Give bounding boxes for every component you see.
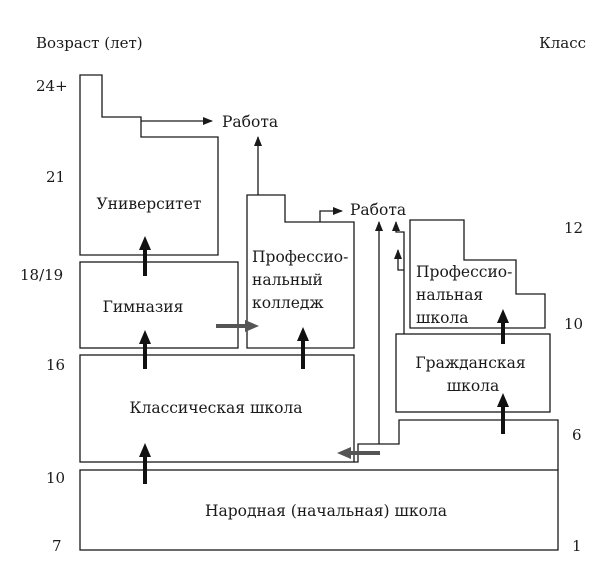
left-axis-title: Возраст (лет) [36, 34, 143, 52]
left-tick-21: 21 [46, 168, 65, 186]
work-label-1: Работа [222, 113, 278, 131]
right-tick-10: 10 [564, 315, 583, 333]
university-box [79, 74, 219, 256]
college-label: Профессио- нальный колледж [252, 248, 353, 312]
right-tick-12: 12 [564, 219, 583, 237]
civic-school-box [395, 333, 551, 413]
vocational-label: Профессио- нальная школа [416, 263, 517, 327]
work-label-2: Работа [350, 201, 406, 219]
work-arrow-vocational [392, 221, 405, 334]
right-axis-title: Класс [539, 34, 586, 52]
college-box [246, 194, 355, 349]
left-tick-24: 24+ [36, 77, 68, 95]
university-label: Университет [96, 195, 201, 213]
work-arrow-vocational-2 [394, 249, 404, 271]
right-tick-6: 6 [572, 426, 582, 444]
gymnasium-label: Гимназия [103, 298, 184, 316]
left-tick-18: 18/19 [20, 266, 63, 284]
gymnasium-box [79, 261, 239, 349]
civic-connector-line [354, 419, 559, 470]
work-arrow-college-right [319, 207, 343, 222]
civic-label: Гражданская школа [415, 354, 530, 395]
left-tick-10: 10 [46, 469, 65, 487]
left-tick-16: 16 [46, 356, 65, 374]
classical-school-box [79, 354, 355, 463]
right-tick-1: 1 [572, 537, 582, 555]
folk-school-box [79, 469, 559, 551]
classical-label: Классическая школа [129, 399, 302, 417]
vocational-school-box [409, 219, 546, 329]
folk-label: Народная (начальная) школа [205, 502, 447, 520]
left-tick-7: 7 [52, 537, 62, 555]
